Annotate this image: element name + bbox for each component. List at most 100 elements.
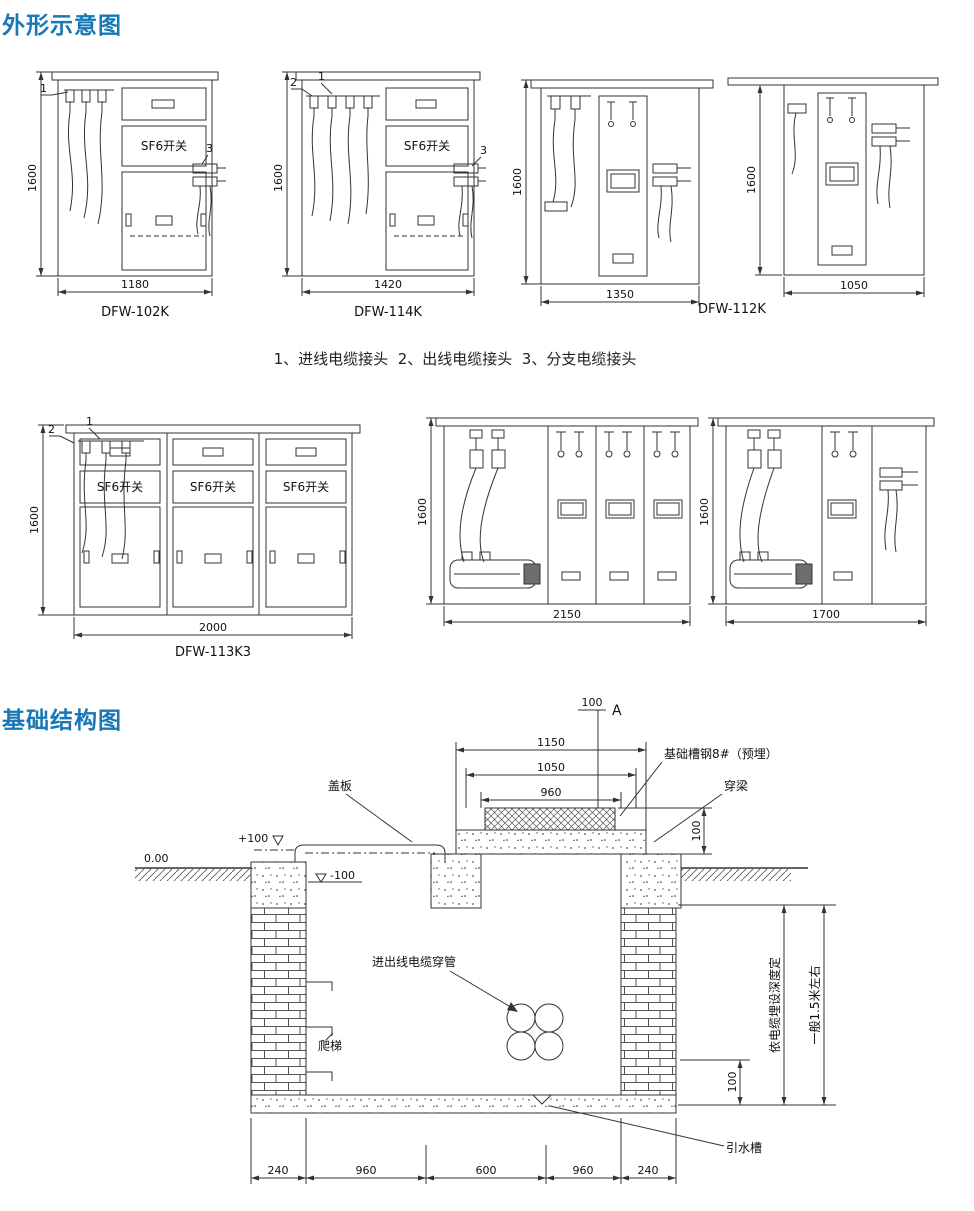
cover-plate bbox=[254, 844, 446, 862]
width-dim-label: 1180 bbox=[121, 278, 149, 291]
dim-beam-100-label: 100 bbox=[690, 821, 703, 842]
branch-cable-terminations bbox=[453, 163, 486, 239]
width-dimension: 1420 bbox=[301, 278, 475, 296]
label-drain: 引水槽 bbox=[549, 1105, 762, 1155]
dim-960-top: 960 bbox=[480, 786, 622, 808]
callout-3-label: 3 bbox=[480, 144, 487, 157]
drain-notch bbox=[531, 1094, 553, 1105]
dim-beam-100: 100 bbox=[618, 807, 712, 855]
switch-panel bbox=[827, 431, 858, 581]
callout-1: 1 bbox=[318, 70, 333, 95]
foundation-beam bbox=[455, 829, 647, 855]
general-depth-note-label: 一般1.5米左右 bbox=[807, 965, 822, 1044]
fuse-symbols bbox=[607, 101, 637, 127]
height-dimension: 1600 bbox=[511, 79, 541, 285]
dim-1150: 1150 bbox=[455, 736, 647, 830]
bottom-dim-960-right: 960 bbox=[573, 1164, 594, 1177]
cabinet-body bbox=[295, 71, 481, 277]
callout-2: 2 bbox=[48, 423, 75, 444]
label-beam: 穿梁 bbox=[653, 778, 748, 843]
cabinet-drawing-dfw112k-right: 1600 1050 bbox=[727, 77, 939, 297]
branch-cable-terminations bbox=[192, 163, 226, 237]
callout-2: 2 bbox=[290, 76, 313, 97]
sf6-switch-label: SF6开关 bbox=[404, 139, 450, 153]
incoming-cable-terminations bbox=[459, 429, 506, 563]
depth-note-label: 依电缆埋设深度定 bbox=[767, 957, 782, 1053]
dim-1050-label: 1050 bbox=[537, 761, 565, 774]
height-dimension: 1600 bbox=[698, 417, 726, 605]
cabinet-drawing-dfw112k-left: 1600 bbox=[511, 79, 714, 306]
sf6-switch-label: SF6开关 bbox=[141, 139, 187, 153]
foundation-structure-drawing: 100 A 1150 1050 960 bbox=[135, 696, 836, 1184]
dim-1150-label: 1150 bbox=[537, 736, 565, 749]
bottom-dim-240-left: 240 bbox=[268, 1164, 289, 1177]
cabinet-drawing-dfw102k: 1600 SF6开关 bbox=[26, 71, 226, 320]
width-dimension: 1350 bbox=[540, 286, 700, 306]
callout-2-label: 2 bbox=[48, 423, 55, 436]
dim-bottom: 240 960 600 960 240 bbox=[250, 1118, 677, 1184]
ground-left: 0.00 bbox=[135, 852, 251, 881]
label-channel-steel: 基础槽钢8#（预埋） bbox=[619, 747, 778, 817]
cabinet-drawing-1700: 1600 bbox=[698, 417, 935, 626]
callout-3-label: 3 bbox=[206, 142, 213, 155]
cable-junction-unit bbox=[729, 551, 813, 589]
left-brick-wall bbox=[250, 907, 307, 1096]
callout-legend: 1、进线电缆接头 2、出线电缆接头 3、分支电缆接头 bbox=[273, 350, 637, 368]
width-dim-label: 1700 bbox=[812, 608, 840, 621]
cabinet-drawing-dfw114k: 1600 SF6开关 2 bbox=[272, 70, 487, 320]
outline-section-title: 外形示意图 bbox=[2, 13, 122, 39]
channel-steel-slab bbox=[484, 807, 616, 831]
incoming-cable-terminations bbox=[544, 95, 591, 212]
height-dim-label: 1600 bbox=[511, 168, 524, 196]
section-marker-a: 100 A bbox=[578, 696, 622, 808]
callout-3: 3 bbox=[471, 144, 487, 167]
callout-1-label: 1 bbox=[40, 82, 47, 95]
height-dim-label: 1600 bbox=[745, 166, 758, 194]
incoming-cable-terminations bbox=[306, 95, 380, 225]
label-ladder: 爬梯 bbox=[318, 1032, 342, 1053]
height-dimension: 1600 bbox=[28, 424, 74, 616]
incoming-cable-terminations bbox=[64, 89, 114, 225]
height-dim-label: 1600 bbox=[26, 164, 39, 192]
width-dimension: 1700 bbox=[725, 606, 927, 626]
width-dim-label: 2150 bbox=[553, 608, 581, 621]
height-dimension: 1600 bbox=[745, 84, 782, 276]
incoming-cable-termination bbox=[787, 103, 807, 175]
middle-pier bbox=[430, 853, 482, 909]
width-dimension: 2000 bbox=[73, 617, 353, 639]
cover-label: 盖板 bbox=[328, 779, 352, 793]
cabinet-body bbox=[51, 71, 219, 277]
fuse-symbols bbox=[826, 97, 856, 123]
width-dim-label: 1050 bbox=[840, 279, 868, 292]
elev-plus100: +100 bbox=[238, 832, 284, 847]
branch-cable-terminations bbox=[652, 163, 691, 243]
switch-panels bbox=[556, 431, 683, 581]
section-dim-label: 100 bbox=[582, 696, 603, 709]
bottom-dim-240-right: 240 bbox=[638, 1164, 659, 1177]
drain-label: 引水槽 bbox=[726, 1141, 762, 1155]
ground-right bbox=[681, 867, 808, 881]
callout-1-label: 1 bbox=[86, 415, 93, 428]
pit-floor bbox=[250, 1094, 677, 1114]
elev-zero-label: 0.00 bbox=[144, 852, 169, 865]
height-dim-label: 1600 bbox=[272, 164, 285, 192]
cable-conduits bbox=[506, 1003, 564, 1061]
cable-junction-unit bbox=[449, 551, 541, 589]
branch-cable-terminations bbox=[879, 467, 918, 553]
right-wall-cap bbox=[620, 853, 682, 909]
width-dimension: 1050 bbox=[783, 277, 925, 297]
dim-floor-100: 100 bbox=[680, 1059, 750, 1105]
label-conduit: 进出线电缆穿管 bbox=[372, 954, 518, 1012]
sf6-switch-label-2: SF6开关 bbox=[190, 480, 236, 494]
ladder-label: 爬梯 bbox=[318, 1039, 342, 1053]
cabinet-body bbox=[435, 417, 699, 605]
callout-3: 3 bbox=[201, 142, 213, 165]
height-dimension: 1600 bbox=[416, 417, 444, 605]
cabinet-body bbox=[727, 77, 939, 276]
model-label-dfw114k: DFW-114K bbox=[354, 305, 422, 320]
callout-2-label: 2 bbox=[290, 76, 297, 89]
foundation-section-title: 基础结构图 bbox=[2, 708, 122, 734]
channel-steel-label: 基础槽钢8#（预埋） bbox=[664, 747, 778, 761]
width-dim-label: 1350 bbox=[606, 288, 634, 301]
